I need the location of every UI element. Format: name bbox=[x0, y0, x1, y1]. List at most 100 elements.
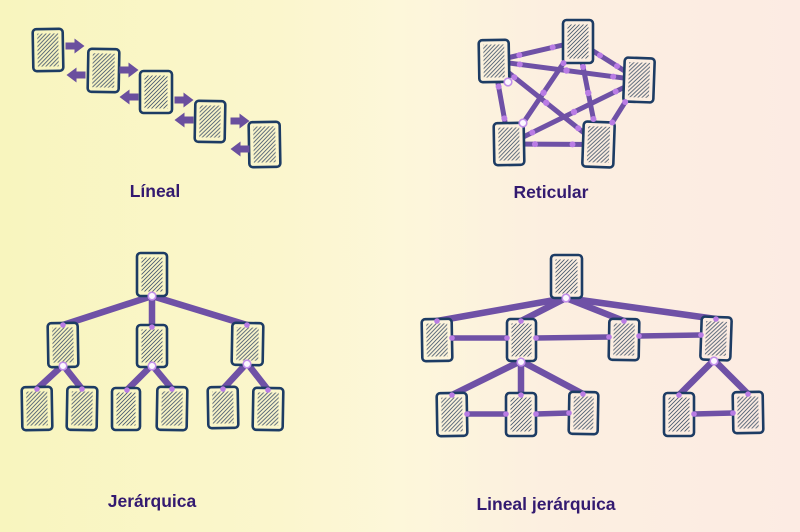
junction-dot bbox=[60, 322, 66, 328]
card-node bbox=[135, 323, 169, 369]
card-node bbox=[505, 317, 538, 363]
junction-dot bbox=[566, 410, 572, 416]
junction-dot bbox=[563, 67, 570, 74]
card-hatch-fill bbox=[737, 396, 759, 429]
card-node bbox=[477, 38, 511, 84]
arrow-right-icon bbox=[65, 38, 85, 54]
card-node bbox=[420, 317, 454, 363]
junction-dot bbox=[691, 411, 697, 417]
connection-line bbox=[448, 357, 525, 399]
connection-line bbox=[123, 361, 156, 394]
junction-dot bbox=[149, 324, 155, 330]
card-hatch-fill bbox=[483, 44, 505, 78]
junction-dot bbox=[549, 44, 556, 51]
junction-dot bbox=[585, 89, 592, 97]
hub-dot bbox=[516, 357, 526, 367]
hub-dot bbox=[709, 356, 719, 366]
junction-dot bbox=[464, 411, 470, 417]
hub-dot bbox=[147, 361, 157, 371]
card-node bbox=[138, 69, 174, 115]
arrow-left-icon bbox=[174, 112, 194, 128]
card-node bbox=[561, 18, 595, 65]
card-node bbox=[549, 253, 584, 300]
card-hatch-fill bbox=[116, 392, 136, 426]
card-node bbox=[622, 56, 656, 104]
card-node bbox=[86, 47, 121, 94]
junction-dot bbox=[265, 387, 271, 393]
arrow-left-icon bbox=[230, 141, 250, 157]
junction-dot bbox=[621, 318, 627, 324]
card-hatch-fill bbox=[567, 24, 589, 59]
card-hatch-fill bbox=[510, 397, 532, 432]
arrow-left-icon bbox=[119, 89, 139, 105]
junction-dot bbox=[540, 89, 547, 96]
card-node bbox=[46, 321, 80, 369]
junction-dot bbox=[676, 392, 682, 398]
card-hatch-fill bbox=[498, 127, 520, 161]
connection-line bbox=[148, 292, 251, 329]
junction-dot bbox=[580, 63, 587, 70]
card-hatch-fill bbox=[253, 126, 276, 163]
connection-line bbox=[433, 294, 570, 325]
connection-line bbox=[562, 294, 720, 323]
connection-line bbox=[710, 356, 752, 398]
junction-dot bbox=[560, 60, 567, 67]
card-node bbox=[567, 390, 600, 436]
connection-line bbox=[517, 357, 587, 398]
connection-line bbox=[533, 334, 612, 341]
hub-dot bbox=[147, 291, 157, 301]
card-node bbox=[65, 385, 99, 432]
card-hatch-fill bbox=[613, 323, 635, 356]
junction-dot bbox=[533, 411, 539, 417]
junction-dot bbox=[518, 392, 524, 398]
connection-line bbox=[691, 410, 736, 417]
hub-dot bbox=[561, 293, 571, 303]
card-hatch-fill bbox=[573, 396, 594, 430]
card-node bbox=[251, 386, 285, 432]
card-node bbox=[435, 391, 469, 438]
junction-dot bbox=[610, 73, 617, 80]
card-node bbox=[662, 391, 696, 438]
lineal-jerarquica-label: Lineal jerárquica bbox=[476, 494, 616, 514]
card-node bbox=[206, 385, 240, 430]
hub-dot bbox=[503, 77, 513, 87]
junction-dot bbox=[124, 387, 130, 393]
connection-line bbox=[636, 332, 704, 339]
jerarquica-label: Jerárquica bbox=[107, 491, 197, 511]
connection-line bbox=[219, 359, 251, 393]
junction-dot bbox=[34, 386, 40, 392]
junction-dot bbox=[606, 334, 612, 340]
junction-dot bbox=[596, 52, 603, 59]
card-hatch-fill bbox=[257, 392, 279, 426]
reticular-diagram bbox=[477, 18, 656, 169]
junction-dot bbox=[730, 410, 736, 416]
card-hatch-fill bbox=[426, 323, 448, 357]
card-node bbox=[155, 385, 189, 432]
card-hatch-fill bbox=[141, 257, 163, 292]
junction-dot bbox=[575, 125, 582, 132]
junction-dot bbox=[503, 411, 509, 417]
card-node bbox=[581, 120, 616, 169]
jerarquica-diagram bbox=[20, 251, 285, 432]
junction-dot bbox=[590, 116, 597, 123]
card-hatch-fill bbox=[71, 391, 93, 426]
arrow-right-icon bbox=[174, 92, 194, 108]
junction-dot bbox=[495, 83, 502, 90]
arrow-right-icon bbox=[230, 113, 250, 129]
card-node bbox=[135, 251, 169, 298]
junction-dot bbox=[511, 74, 518, 81]
junction-dot bbox=[636, 333, 642, 339]
card-hatch-fill bbox=[555, 259, 578, 294]
connection-line bbox=[33, 361, 67, 393]
junction-dot bbox=[531, 141, 538, 148]
card-hatch-fill bbox=[26, 391, 48, 426]
card-node bbox=[31, 27, 65, 73]
card-hatch-fill bbox=[141, 329, 163, 363]
connection-line bbox=[243, 359, 272, 394]
junction-dot bbox=[622, 99, 629, 106]
junction-dot bbox=[244, 322, 250, 328]
junction-dot bbox=[745, 391, 751, 397]
reticular-label: Reticular bbox=[513, 182, 589, 202]
connection-line bbox=[517, 294, 570, 325]
